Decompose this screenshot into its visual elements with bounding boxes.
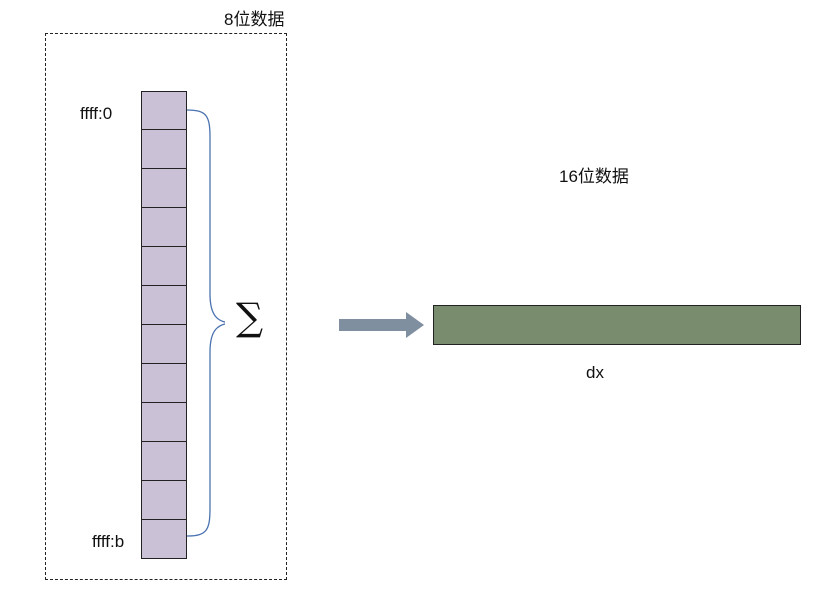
- sum-symbol: ∑: [236, 295, 264, 339]
- curly-brace: [186, 109, 225, 537]
- memory-cells: [141, 91, 187, 559]
- memory-cell: [141, 247, 187, 286]
- memory-cell: [141, 481, 187, 520]
- memory-cell: [141, 169, 187, 208]
- memory-cell: [141, 520, 187, 559]
- memory-cell: [141, 403, 187, 442]
- label-16bit-data: 16位数据: [559, 167, 629, 186]
- memory-cell: [141, 325, 187, 364]
- label-8bit-data: 8位数据: [224, 10, 285, 29]
- label-start-address: ffff:0: [80, 104, 113, 123]
- memory-cell: [141, 208, 187, 247]
- dx-register-box: [433, 305, 801, 345]
- memory-cell: [141, 130, 187, 169]
- label-end-address: ffff:b: [92, 532, 125, 551]
- memory-cell: [141, 364, 187, 403]
- byte-data-region: [45, 33, 287, 580]
- right-arrow-icon: [339, 312, 424, 338]
- memory-cell: [141, 442, 187, 481]
- memory-cell: [141, 91, 187, 130]
- memory-cell: [141, 286, 187, 325]
- label-register-dx: dx: [586, 363, 604, 382]
